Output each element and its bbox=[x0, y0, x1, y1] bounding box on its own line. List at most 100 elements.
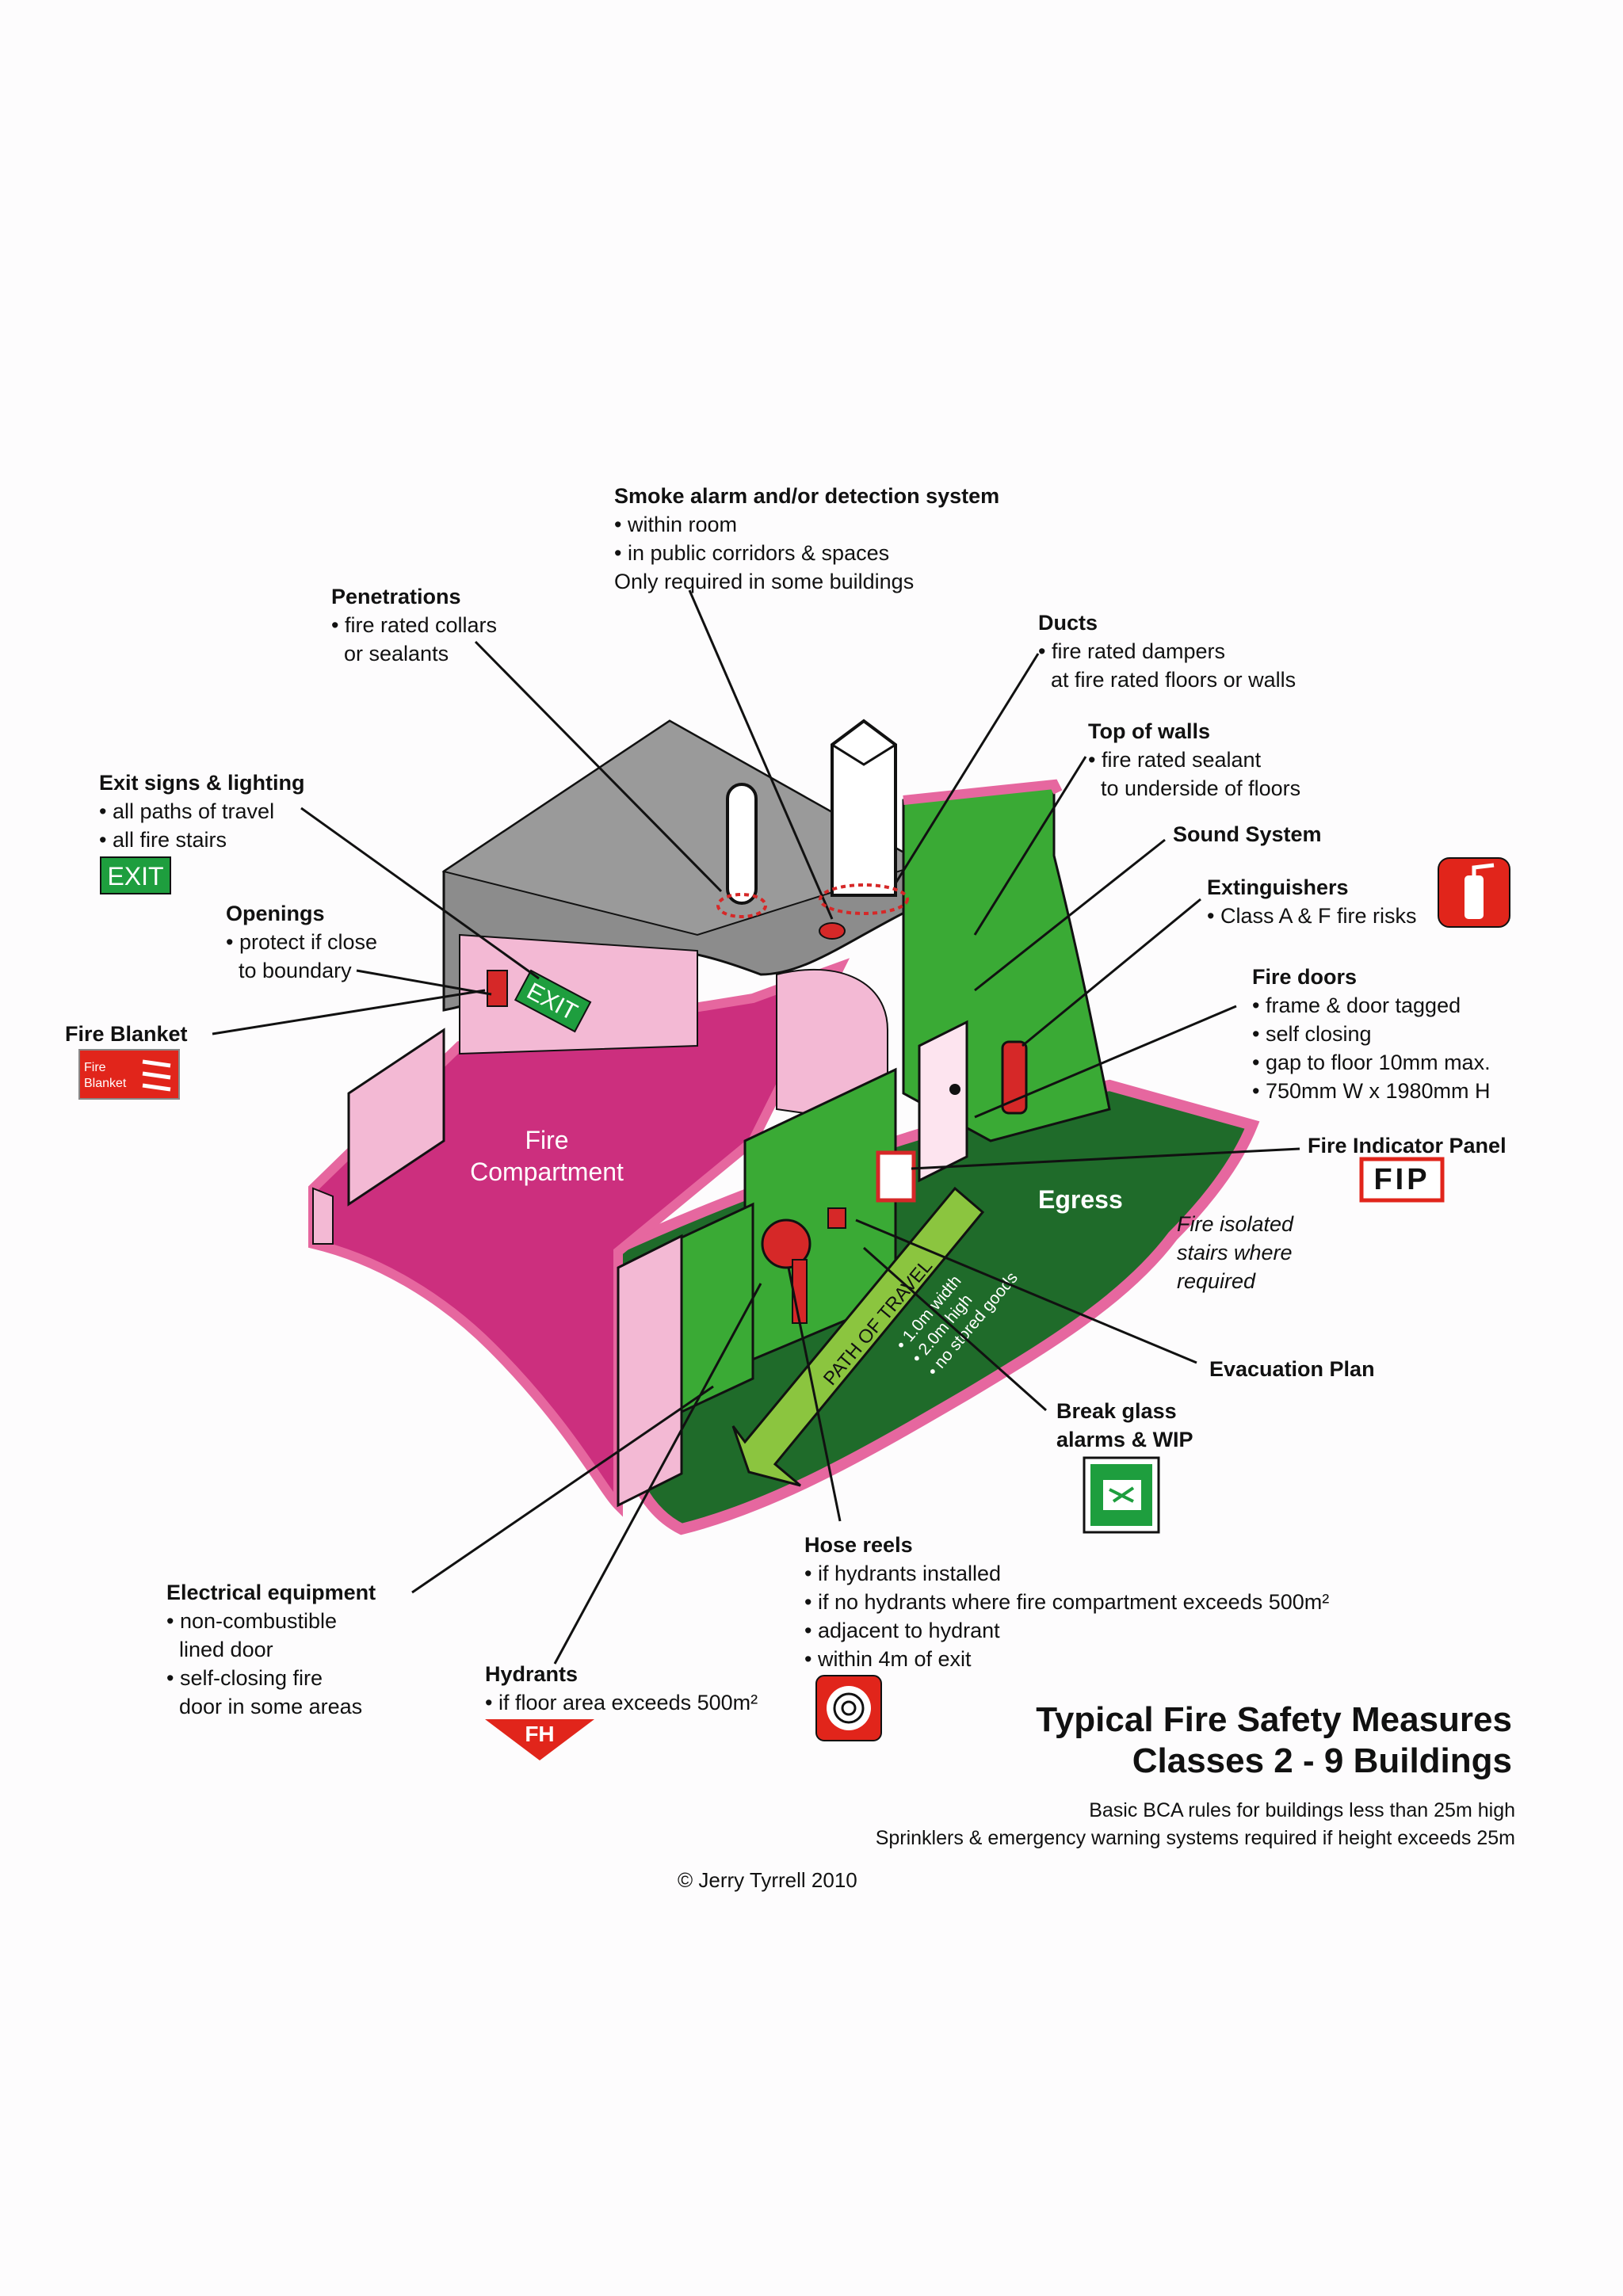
top-of-walls-line-1: • fire rated sealant bbox=[1088, 748, 1262, 772]
evacuation-plan-label: Evacuation Plan bbox=[1209, 1355, 1375, 1383]
top-of-walls-line-2: to underside of floors bbox=[1101, 776, 1301, 800]
fire-blanket-badge-icon: Fire Blanket bbox=[78, 1049, 180, 1100]
penetrations-title: Penetrations bbox=[331, 585, 461, 608]
fire-doors-line-2: • self closing bbox=[1252, 1022, 1372, 1046]
electrical-equipment-line-3: • self-closing fire bbox=[166, 1666, 323, 1690]
extinguishers-label: Extinguishers • Class A & F fire risks bbox=[1207, 873, 1417, 930]
electrical-equipment-label: Electrical equipment • non-combustible l… bbox=[166, 1578, 376, 1721]
fire-isolated-label: Fire isolated stairs where required bbox=[1177, 1210, 1293, 1295]
subtitle-line-2: Sprinklers & emergency warning systems r… bbox=[875, 1827, 1515, 1849]
hydrant-badge-icon: FH bbox=[485, 1719, 594, 1760]
hydrant bbox=[792, 1259, 808, 1324]
exit-signs-line-1: • all paths of travel bbox=[99, 799, 275, 823]
hose-reels-line-1: • if hydrants installed bbox=[804, 1562, 1002, 1585]
fire-compartment-label-2: Compartment bbox=[470, 1158, 624, 1186]
fire-isolated-line-3: required bbox=[1177, 1269, 1256, 1293]
openings-title: Openings bbox=[226, 902, 325, 925]
exit-signs-line-2: • all fire stairs bbox=[99, 828, 227, 852]
smoke-alarm-line-2: • in public corridors & spaces bbox=[614, 541, 890, 565]
exit-badge-text: EXIT bbox=[107, 862, 163, 891]
fire-blanket-label: Fire Blanket bbox=[65, 1020, 188, 1048]
ducts-line-2: at fire rated floors or walls bbox=[1051, 668, 1296, 692]
top-of-walls-label: Top of walls • fire rated sealant to und… bbox=[1088, 717, 1300, 803]
exit-signs-title: Exit signs & lighting bbox=[99, 771, 305, 795]
hose-reels-line-3: • adjacent to hydrant bbox=[804, 1619, 1000, 1642]
penetrations-line-2: or sealants bbox=[344, 642, 449, 666]
sound-system-title: Sound System bbox=[1173, 822, 1322, 846]
fire-doors-line-3: • gap to floor 10mm max. bbox=[1252, 1051, 1491, 1074]
main-title: Typical Fire Safety Measures Classes 2 -… bbox=[1036, 1699, 1512, 1782]
electrical-equipment-line-1: • non-combustible bbox=[166, 1609, 338, 1633]
hose-reels-label: Hose reels • if hydrants installed • if … bbox=[804, 1531, 1329, 1673]
end-pink-wall bbox=[617, 1234, 683, 1508]
extinguisher-badge-icon bbox=[1438, 857, 1510, 928]
break-glass-label: Break glass alarms & WIP bbox=[1056, 1397, 1193, 1454]
path-of-travel-arrow bbox=[731, 1186, 985, 1487]
leader-lines bbox=[212, 589, 1300, 1665]
fip-badge-text: FIP bbox=[1373, 1163, 1430, 1196]
extinguishers-line-1: • Class A & F fire risks bbox=[1207, 904, 1417, 928]
top-of-walls-title: Top of walls bbox=[1088, 719, 1210, 743]
fip-panel bbox=[876, 1150, 916, 1203]
hose-reel bbox=[761, 1219, 812, 1269]
fire-blanket-badge-line2: Blanket bbox=[84, 1077, 127, 1090]
hose-reel-badge-icon bbox=[815, 1675, 882, 1741]
green-wall-top bbox=[903, 779, 1063, 805]
ducts-label: Ducts • fire rated dampers at fire rated… bbox=[1038, 608, 1296, 694]
hose-reels-title: Hose reels bbox=[804, 1533, 913, 1557]
openings-line-1: • protect if close bbox=[226, 930, 378, 954]
fire-isolated-line-1: Fire isolated bbox=[1177, 1212, 1294, 1236]
fire-door bbox=[918, 1020, 968, 1183]
fip-title: Fire Indicator Panel bbox=[1308, 1134, 1507, 1158]
fip-label: Fire Indicator Panel bbox=[1308, 1131, 1507, 1160]
break-glass-title: Break glass bbox=[1056, 1399, 1177, 1423]
copyright: © Jerry Tyrrell 2010 bbox=[678, 1868, 857, 1892]
electrical-equipment-line-2: lined door bbox=[179, 1638, 273, 1661]
sound-system-label: Sound System bbox=[1173, 820, 1322, 849]
ducts-title: Ducts bbox=[1038, 611, 1098, 635]
fip-badge-icon: FIP bbox=[1359, 1157, 1445, 1203]
break-glass-badge-icon bbox=[1083, 1456, 1160, 1534]
hydrants-line-1: • if floor area exceeds 500m² bbox=[485, 1691, 758, 1714]
subtitle: Basic BCA rules for buildings less than … bbox=[876, 1797, 1515, 1852]
penetrations-line-1: • fire rated collars bbox=[331, 613, 498, 637]
fire-blanket-badge-line1: Fire bbox=[84, 1061, 106, 1074]
fire-isolated-line-2: stairs where bbox=[1177, 1241, 1293, 1264]
fire-doors-line-1: • frame & door tagged bbox=[1252, 994, 1461, 1017]
hydrants-title: Hydrants bbox=[485, 1662, 579, 1686]
hydrant-badge-text: FH bbox=[525, 1722, 554, 1746]
smoke-alarm-line-1: • within room bbox=[614, 513, 737, 536]
subtitle-line-1: Basic BCA rules for buildings less than … bbox=[1089, 1799, 1515, 1821]
openings-line-2: to boundary bbox=[239, 959, 352, 982]
egress-label: Egress bbox=[1038, 1185, 1123, 1214]
electrical-equipment-line-4: door in some areas bbox=[179, 1695, 363, 1718]
hose-reels-line-4: • within 4m of exit bbox=[804, 1647, 972, 1671]
fire-doors-line-4: • 750mm W x 1980mm H bbox=[1252, 1079, 1491, 1103]
smoke-alarm-line-3: Only required in some buildings bbox=[614, 570, 915, 593]
break-glass-line-1: alarms & WIP bbox=[1056, 1428, 1193, 1451]
smoke-alarm-title: Smoke alarm and/or detection system bbox=[614, 484, 1000, 508]
extinguisher bbox=[1001, 1040, 1028, 1115]
evacuation-plan-title: Evacuation Plan bbox=[1209, 1357, 1375, 1381]
penetrations-label: Penetrations • fire rated collars or sea… bbox=[331, 582, 497, 668]
electrical-equipment-title: Electrical equipment bbox=[166, 1581, 376, 1604]
smoke-detector bbox=[819, 922, 846, 940]
exit-signs-label: Exit signs & lighting • all paths of tra… bbox=[99, 769, 305, 854]
main-title-line-2: Classes 2 - 9 Buildings bbox=[1132, 1741, 1512, 1780]
pipe bbox=[726, 783, 758, 905]
fire-blanket-title: Fire Blanket bbox=[65, 1022, 188, 1046]
duct bbox=[831, 719, 897, 897]
openings-label: Openings • protect if close to boundary bbox=[226, 899, 377, 985]
ducts-line-1: • fire rated dampers bbox=[1038, 639, 1226, 663]
extinguishers-title: Extinguishers bbox=[1207, 875, 1349, 899]
smoke-alarm-label: Smoke alarm and/or detection system • wi… bbox=[614, 482, 999, 596]
fire-doors-title: Fire doors bbox=[1252, 965, 1358, 989]
fire-blanket-box bbox=[487, 970, 508, 1007]
hose-reels-line-2: • if no hydrants where fire compartment … bbox=[804, 1590, 1330, 1614]
fire-doors-label: Fire doors • frame & door tagged • self … bbox=[1252, 963, 1491, 1105]
left-wall bbox=[347, 1028, 445, 1207]
hydrants-label: Hydrants • if floor area exceeds 500m² bbox=[485, 1660, 758, 1717]
main-title-line-1: Typical Fire Safety Measures bbox=[1036, 1700, 1512, 1739]
exit-badge-icon: EXIT bbox=[100, 856, 171, 894]
